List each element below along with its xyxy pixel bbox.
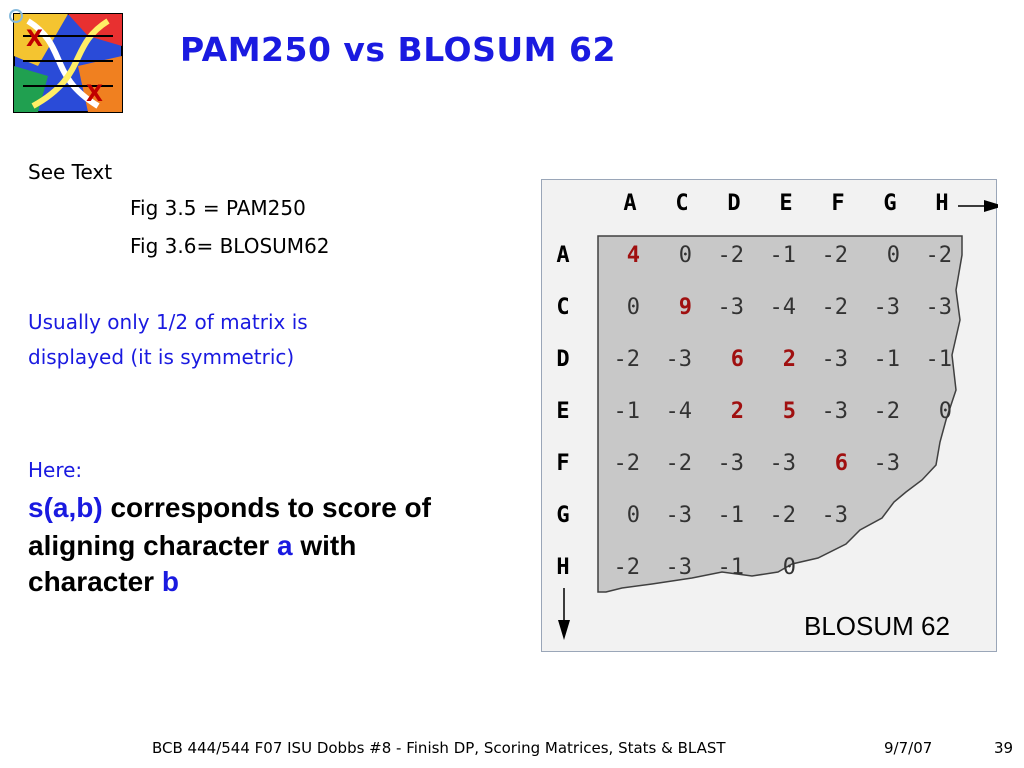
matrix-cell-AC: 0 — [679, 243, 692, 268]
footer-date: 9/7/07 — [884, 739, 933, 757]
slide-title: PAM250 vs BLOSUM 62 — [180, 30, 616, 69]
column-header-A: A — [623, 191, 636, 216]
matrix-cell-FC: -2 — [666, 451, 693, 476]
aligning-text: aligning character — [28, 530, 277, 561]
column-header-D: D — [727, 191, 740, 216]
svg-text:X: X — [86, 82, 103, 107]
row-header-E: E — [556, 399, 569, 424]
row-header-D: D — [556, 347, 569, 372]
matrix-cell-HE: 0 — [783, 555, 796, 580]
matrix-cell-AG: 0 — [887, 243, 900, 268]
matrix-cell-AH: -2 — [926, 243, 953, 268]
matrix-cell-DC: -3 — [666, 347, 693, 372]
matrix-cell-FG: -3 — [874, 451, 901, 476]
column-arrowhead — [984, 200, 998, 212]
matrix-cell-CC: 9 — [679, 295, 692, 320]
footer-page-number: 39 — [994, 739, 1014, 757]
see-text: See Text — [28, 160, 113, 184]
column-header-C: C — [675, 191, 688, 216]
row-header-H: H — [556, 555, 569, 580]
matrix-cell-HD: -1 — [718, 555, 745, 580]
symmetric-note-line2: displayed (it is symmetric) — [28, 345, 295, 369]
matrix-paper-background — [597, 235, 963, 593]
matrix-cell-DG: -1 — [874, 347, 901, 372]
column-header-E: E — [779, 191, 792, 216]
row-header-F: F — [556, 451, 569, 476]
row-arrowhead — [558, 620, 570, 640]
matrix-cell-CG: -3 — [874, 295, 901, 320]
matrix-cell-FF: 6 — [835, 451, 848, 476]
matrix-caption: BLOSUM 62 — [804, 611, 950, 641]
matrix-cell-EF: -3 — [822, 399, 849, 424]
matrix-cell-DH: -1 — [926, 347, 953, 372]
matrix-cell-AF: -2 — [822, 243, 849, 268]
char-b: b — [161, 566, 179, 597]
matrix-svg: A C D E F G H A C D E F G H 4 0 -2 -1 -2 0 -2 0 9 -3 -4 -2 -3 -3 -2… — [556, 191, 998, 641]
matrix-cell-FA: -2 — [614, 451, 641, 476]
score-definition-line1: s(a,b) corresponds to score of — [28, 492, 528, 524]
row-header-G: G — [556, 503, 569, 528]
score-definition-line2: aligning character a with — [28, 530, 528, 562]
here-label: Here: — [28, 458, 83, 482]
matrix-cell-HA: -2 — [614, 555, 641, 580]
matrix-cell-CD: -3 — [718, 295, 745, 320]
symmetric-note-line1: Usually only 1/2 of matrix is — [28, 310, 308, 334]
matrix-cell-AA: 4 — [627, 243, 640, 268]
matrix-cell-GC: -3 — [666, 503, 693, 528]
matrix-cell-EC: -4 — [666, 399, 693, 424]
fig-3-5-note: Fig 3.5 = PAM250 — [130, 196, 306, 220]
footer-course: BCB 444/544 F07 ISU Dobbs #8 - Finish DP… — [152, 739, 726, 757]
matrix-cell-FE: -3 — [770, 451, 797, 476]
matrix-cell-EA: -1 — [614, 399, 641, 424]
matrix-cell-GA: 0 — [627, 503, 640, 528]
matrix-cell-EE: 5 — [783, 399, 796, 424]
matrix-cell-CE: -4 — [770, 295, 797, 320]
matrix-cell-GF: -3 — [822, 503, 849, 528]
dna-clipart-logo: X X — [8, 6, 126, 114]
row-header-C: C — [556, 295, 569, 320]
fig-3-6-note: Fig 3.6= BLOSUM62 — [130, 234, 330, 258]
column-header-H: H — [935, 191, 948, 216]
svg-text:X: X — [26, 27, 43, 52]
matrix-cell-HC: -3 — [666, 555, 693, 580]
matrix-cell-DF: -3 — [822, 347, 849, 372]
blosum62-matrix-figure: A C D E F G H A C D E F G H 4 0 -2 -1 -2 0 -2 0 9 -3 -4 -2 -3 -3 -2… — [541, 179, 998, 652]
matrix-cell-CA: 0 — [627, 295, 640, 320]
matrix-cell-CF: -2 — [822, 295, 849, 320]
matrix-cell-AE: -1 — [770, 243, 797, 268]
matrix-cell-FD: -3 — [718, 451, 745, 476]
matrix-cell-GD: -1 — [718, 503, 745, 528]
matrix-cell-EG: -2 — [874, 399, 901, 424]
row-header-A: A — [556, 243, 569, 268]
column-header-G: G — [883, 191, 896, 216]
matrix-cell-DE: 2 — [783, 347, 796, 372]
matrix-cell-ED: 2 — [731, 399, 744, 424]
with-text: with — [292, 530, 357, 561]
matrix-cell-CH: -3 — [926, 295, 953, 320]
corresponds-text: corresponds to score of — [102, 492, 431, 523]
column-header-F: F — [831, 191, 844, 216]
score-definition-line3: character b — [28, 566, 528, 598]
matrix-cell-EH: 0 — [939, 399, 952, 424]
s-ab-term: s(a,b) — [28, 492, 103, 523]
character-text: character — [28, 566, 162, 597]
matrix-cell-GE: -2 — [770, 503, 797, 528]
char-a: a — [276, 530, 293, 561]
matrix-cell-DD: 6 — [731, 347, 744, 372]
matrix-cell-AD: -2 — [718, 243, 745, 268]
matrix-cell-DA: -2 — [614, 347, 641, 372]
